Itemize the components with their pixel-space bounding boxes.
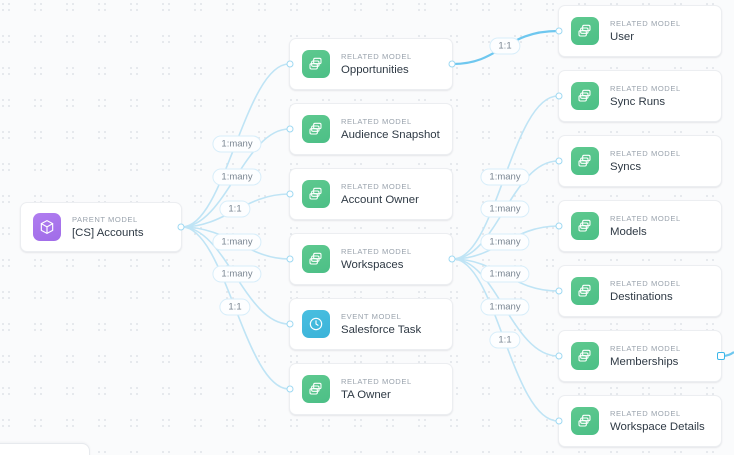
port-right[interactable] [448,60,456,68]
clock-icon [302,310,330,338]
port-left[interactable] [286,385,294,393]
node-title: TA Owner [341,388,391,401]
port-right[interactable] [717,352,725,360]
node-kicker: RELATED MODEL [610,213,681,223]
port-left[interactable] [555,352,563,360]
stacked-layers-icon [571,277,599,305]
port-right[interactable] [177,223,185,231]
node-kicker: RELATED MODEL [341,181,412,191]
cube-icon [33,213,61,241]
node-opportunities[interactable]: RELATED MODEL Opportunities [286,38,456,90]
relationship-badge[interactable]: 1:many [212,233,262,251]
node-parent-model[interactable]: PARENT MODEL [CS] Accounts [20,202,185,252]
port-left[interactable] [555,287,563,295]
node-title: Salesforce Task [341,323,422,336]
relationship-badge[interactable]: 1:1 [219,298,251,316]
relationship-badge[interactable]: 1:many [212,168,262,186]
node-title: Workspaces [341,258,404,271]
relationship-badge[interactable]: 1:1 [489,331,521,349]
node-user[interactable]: RELATED MODEL User [555,5,722,57]
node-kicker: RELATED MODEL [610,148,681,158]
stacked-layers-icon [302,115,330,143]
port-right[interactable] [448,255,456,263]
node-kicker: RELATED MODEL [610,278,681,288]
node-title: Account Owner [341,193,419,206]
relationship-badge[interactable]: 1:many [480,168,530,186]
stacked-layers-icon [302,50,330,78]
node-sync-runs[interactable]: RELATED MODEL Sync Runs [555,70,722,122]
stacked-layers-icon [571,82,599,110]
port-left[interactable] [286,320,294,328]
node-title: Opportunities [341,63,409,76]
stacked-layers-icon [302,180,330,208]
node-kicker: RELATED MODEL [341,376,412,386]
port-left[interactable] [286,255,294,263]
port-left[interactable] [286,125,294,133]
node-memberships[interactable]: RELATED MODEL Memberships [555,330,725,382]
node-title: Workspace Details [610,420,705,433]
node-kicker: PARENT MODEL [72,214,138,224]
node-ta-owner[interactable]: RELATED MODEL TA Owner [286,363,453,415]
node-workspace-details[interactable]: RELATED MODEL Workspace Details [555,395,722,447]
node-kicker: RELATED MODEL [610,343,681,353]
node-audience-snapshot[interactable]: RELATED MODEL Audience Snapshot [286,103,453,155]
relationship-badge[interactable]: 1:many [212,135,262,153]
port-left[interactable] [555,157,563,165]
relationship-badge[interactable]: 1:1 [489,37,521,55]
stacked-layers-icon [571,342,599,370]
node-kicker: RELATED MODEL [341,246,412,256]
port-left[interactable] [555,92,563,100]
bottom-left-panel[interactable] [0,443,90,455]
node-kicker: RELATED MODEL [341,51,412,61]
node-account-owner[interactable]: RELATED MODEL Account Owner [286,168,453,220]
node-title: Syncs [610,160,642,173]
node-kicker: RELATED MODEL [341,116,412,126]
node-destinations[interactable]: RELATED MODEL Destinations [555,265,722,317]
stacked-layers-icon [302,245,330,273]
node-models[interactable]: RELATED MODEL Models [555,200,722,252]
node-title: Memberships [610,355,679,368]
node-title: User [610,30,635,43]
relationship-badge[interactable]: 1:many [480,265,530,283]
node-syncs[interactable]: RELATED MODEL Syncs [555,135,722,187]
node-kicker: RELATED MODEL [610,408,681,418]
node-salesforce-task[interactable]: EVENT MODEL Salesforce Task [286,298,453,350]
node-kicker: EVENT MODEL [341,311,402,321]
relationship-badge[interactable]: 1:many [480,200,530,218]
stacked-layers-icon [571,147,599,175]
port-left[interactable] [555,222,563,230]
stacked-layers-icon [571,212,599,240]
stacked-layers-icon [571,17,599,45]
node-title: [CS] Accounts [72,226,144,239]
port-left[interactable] [286,190,294,198]
relationship-badge[interactable]: 1:1 [219,200,251,218]
node-title: Models [610,225,647,238]
node-kicker: RELATED MODEL [610,18,681,28]
stacked-layers-icon [302,375,330,403]
relationship-badge[interactable]: 1:many [212,265,262,283]
node-kicker: RELATED MODEL [610,83,681,93]
port-left[interactable] [555,27,563,35]
stacked-layers-icon [571,407,599,435]
node-workspaces[interactable]: RELATED MODEL Workspaces [286,233,456,285]
relationship-badge[interactable]: 1:many [480,298,530,316]
node-title: Sync Runs [610,95,666,108]
relationship-badge[interactable]: 1:many [480,233,530,251]
port-left[interactable] [555,417,563,425]
node-title: Destinations [610,290,673,303]
port-left[interactable] [286,60,294,68]
node-title: Audience Snapshot [341,128,440,141]
